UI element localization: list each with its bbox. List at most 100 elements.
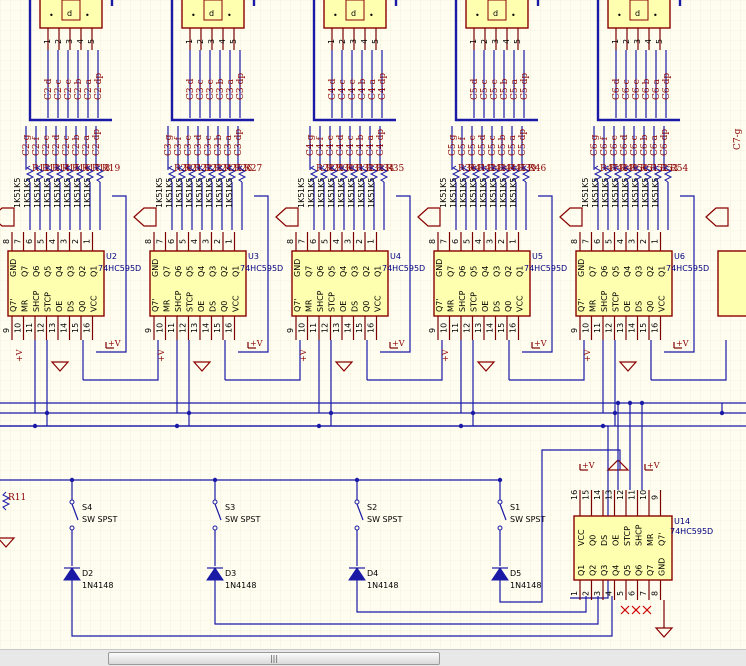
resistor-icon[interactable] (633, 165, 643, 183)
resistor-icon[interactable] (65, 165, 75, 183)
ic-74hc595[interactable] (575, 250, 673, 317)
ic-74hc595[interactable] (291, 250, 389, 317)
resistor-icon[interactable] (623, 165, 633, 183)
pin-label: MR (21, 299, 30, 312)
resistor-value: 1K5 (439, 178, 448, 193)
resistor-icon[interactable] (471, 165, 481, 183)
horizontal-scrollbar[interactable]: ||| (0, 649, 746, 666)
segment-net-label: C3-b (214, 134, 224, 156)
resistor-icon[interactable] (501, 165, 511, 183)
resistor-icon[interactable] (603, 165, 613, 183)
resistor-icon[interactable] (217, 165, 227, 183)
resistor-ref: R29 (326, 164, 345, 174)
resistor-icon[interactable] (643, 165, 653, 183)
power-label: +V (157, 349, 166, 362)
seven-segment-display[interactable] (465, 0, 529, 29)
pin-number: 8 (570, 239, 579, 244)
ic-74hc595[interactable] (7, 250, 105, 317)
resistor-icon[interactable] (593, 165, 603, 183)
pin-number: 9 (651, 495, 660, 500)
pin-number: 1 (225, 239, 234, 244)
switch-ref: S1 (510, 503, 520, 512)
resistor-value: 1K5 (307, 193, 316, 208)
segment-net-label: C4-b (356, 134, 366, 156)
pin-label: Q3 (351, 266, 360, 277)
segment-net-label: C6-dp (662, 73, 672, 100)
ic-74hc595[interactable] (433, 250, 531, 317)
resistor-icon[interactable] (369, 165, 379, 183)
segment-net-label: C3-c (204, 135, 214, 156)
pin-label: SHCP (600, 290, 609, 312)
resistor-icon[interactable] (45, 165, 55, 183)
pin-number: 4 (616, 239, 625, 244)
seven-segment-display[interactable] (323, 0, 387, 29)
resistor-icon[interactable] (653, 165, 663, 183)
pin-label: Q2 (220, 266, 229, 277)
scrollbar-thumb[interactable]: ||| (108, 652, 440, 665)
resistor-icon[interactable] (75, 165, 85, 183)
resistor-icon[interactable] (309, 165, 319, 183)
ic-74hc595[interactable] (149, 250, 247, 317)
display-pin-number: 4 (76, 39, 85, 44)
resistor-icon[interactable] (359, 165, 369, 183)
resistor-icon[interactable] (25, 165, 35, 183)
resistor-value: 1K5 (489, 193, 498, 208)
resistor-icon[interactable] (319, 165, 329, 183)
resistor-icon[interactable] (521, 165, 531, 183)
resistor-icon[interactable] (207, 165, 217, 183)
seven-segment-display[interactable] (181, 0, 245, 29)
display-pin-number: 4 (502, 39, 511, 44)
cascade-wire (225, 340, 301, 381)
resistor-icon[interactable] (1, 491, 11, 511)
resistor-icon[interactable] (461, 165, 471, 183)
resistor-icon[interactable] (167, 165, 177, 183)
cascade-wire (83, 340, 159, 381)
resistor-icon[interactable] (379, 165, 389, 183)
pin-label: VCC (516, 295, 525, 312)
pin-number: 2 (213, 239, 222, 244)
resistor-icon[interactable] (339, 165, 349, 183)
pin-label: Q6 (32, 266, 41, 277)
resistor-icon[interactable] (491, 165, 501, 183)
pin-number: 3 (628, 239, 637, 244)
ic-74hc595[interactable] (573, 515, 673, 581)
resistor-icon[interactable] (329, 165, 339, 183)
seven-segment-display[interactable] (607, 0, 671, 29)
pin-number: 13 (605, 490, 614, 500)
resistor-icon[interactable] (35, 165, 45, 183)
resistor-icon[interactable] (227, 165, 237, 183)
display-bus (454, 0, 538, 122)
resistor-icon[interactable] (95, 165, 105, 183)
seven-segment-display[interactable] (39, 0, 103, 29)
pin-label: GND (9, 259, 18, 277)
resistor-icon[interactable] (177, 165, 187, 183)
pin-number: 6 (593, 239, 602, 244)
pin-label: Q1 (516, 266, 525, 277)
resistor-icon[interactable] (663, 165, 673, 183)
resistor-value: 1K5 (449, 193, 458, 208)
resistor-icon[interactable] (55, 165, 65, 183)
pin-number: 1 (651, 239, 660, 244)
resistor-icon[interactable] (85, 165, 95, 183)
pin-number: 11 (167, 323, 176, 333)
resistor-icon[interactable] (451, 165, 461, 183)
ic-74hc595-partial[interactable] (717, 250, 746, 317)
display-mark: • (475, 11, 480, 20)
resistor-icon[interactable] (237, 165, 247, 183)
pin-label: STCP (470, 292, 479, 312)
resistor-icon[interactable] (613, 165, 623, 183)
diode-ref: D2 (82, 569, 93, 578)
resistor-icon[interactable] (511, 165, 521, 183)
resistor-icon[interactable] (197, 165, 207, 183)
resistor-icon[interactable] (187, 165, 197, 183)
segment-net-label: C3-c (196, 79, 206, 100)
pin-label: Q4 (339, 266, 348, 277)
resistor-value: 1K5 (327, 193, 336, 208)
resistor-icon[interactable] (349, 165, 359, 183)
pin-number: 10 (582, 323, 591, 333)
segment-net-label: C3-f (174, 136, 184, 156)
resistor-icon[interactable] (481, 165, 491, 183)
